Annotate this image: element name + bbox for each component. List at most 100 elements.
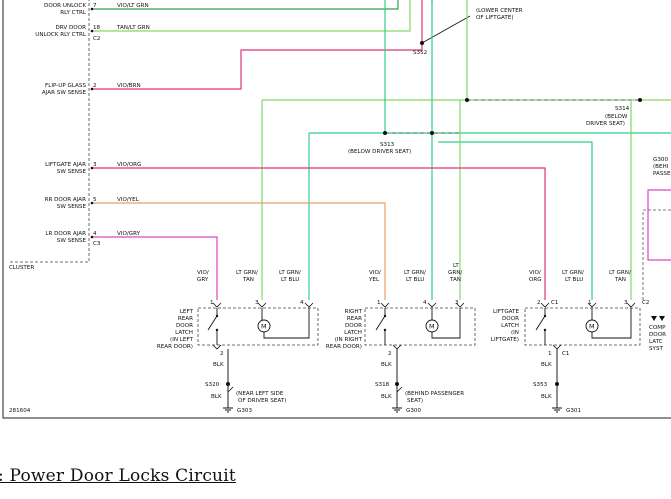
switch-contact bbox=[543, 314, 547, 318]
switch-contact bbox=[215, 314, 219, 318]
ground-wire-label: BLK bbox=[213, 362, 224, 368]
wire-label: LT GRN/ bbox=[404, 270, 426, 276]
latch-name: (IN LEFT bbox=[170, 337, 194, 343]
wire-label: TAN bbox=[614, 277, 626, 283]
comp-label: DOOR bbox=[649, 332, 666, 338]
wire-label: LT BLU bbox=[565, 277, 583, 283]
pin-dot bbox=[90, 235, 94, 239]
circuit-label: DRV DOOR bbox=[56, 25, 87, 31]
connector-pin-icon bbox=[540, 302, 636, 308]
g300-label: (BEHI bbox=[653, 164, 669, 170]
splice-label: S353 bbox=[533, 382, 548, 388]
ground-icon bbox=[392, 407, 402, 413]
latch-box bbox=[364, 307, 476, 346]
splice-dot bbox=[555, 382, 559, 386]
latch-name: (IN bbox=[511, 330, 519, 336]
pin-number: 3 bbox=[93, 162, 97, 168]
latch-name: LIFTGATE) bbox=[491, 337, 519, 343]
pin-dot bbox=[90, 87, 94, 91]
wire-label: VIO/ bbox=[197, 270, 209, 276]
wire-label: VIO/ bbox=[529, 270, 541, 276]
ground-connector-icon bbox=[212, 344, 222, 350]
circuit-label: SW SENSE bbox=[57, 169, 87, 175]
motor-m: M bbox=[589, 323, 595, 331]
right-rear-door-latch: VIO/ YEL LT GRN/ LT BLU LT GRN/ TAN 1 4 … bbox=[326, 263, 476, 414]
wire-label: LT GRN/ bbox=[609, 270, 631, 276]
pin-number: 1 bbox=[377, 300, 381, 306]
motor-wiring bbox=[261, 308, 310, 339]
wire-label: VIO/YEL bbox=[117, 197, 140, 203]
splice-loc-s314: (BELOW bbox=[605, 114, 628, 120]
pin-number: 3 bbox=[255, 300, 259, 306]
pin-number: 3 bbox=[455, 300, 459, 306]
latch-box bbox=[197, 307, 319, 346]
wire-vio-yel bbox=[92, 202, 386, 300]
wire-s352-link bbox=[421, 15, 471, 44]
splice-label: S318 bbox=[375, 382, 390, 388]
pin-number: 4 bbox=[93, 231, 97, 237]
power-door-locks-schematic: CLUSTER DOOR UNLOCK RL bbox=[2, 0, 671, 419]
connector-pin-icon bbox=[212, 302, 314, 308]
circuit-label: LR DOOR AJAR bbox=[45, 231, 86, 237]
splice-loc-s313: (BELOW DRIVER SEAT) bbox=[348, 149, 411, 155]
circuit-label: DOOR UNLOCK bbox=[44, 3, 86, 9]
motor-wiring bbox=[591, 308, 632, 339]
wire-label: TAN bbox=[449, 277, 461, 283]
circuit-label: SW SENSE bbox=[57, 238, 87, 244]
wire-label: GRN/ bbox=[448, 270, 462, 276]
ground-id: G300 bbox=[406, 408, 421, 414]
circuit-label: AJAR SW SENSE bbox=[42, 90, 87, 96]
ground-pin: 2 bbox=[220, 351, 224, 357]
splice-s352-dot bbox=[420, 41, 424, 45]
latch-name: REAR DOOR) bbox=[326, 344, 362, 350]
switch-icon bbox=[207, 308, 218, 345]
circuit-label: SW SENSE bbox=[57, 204, 87, 210]
splice-s313-dot bbox=[383, 131, 387, 135]
latch-name: LATCH bbox=[344, 330, 362, 336]
splice-label-s352: S352 bbox=[413, 50, 427, 56]
latch-name: LIFTGATE bbox=[493, 309, 519, 315]
pin-number: 4 bbox=[423, 300, 427, 306]
wire-vio-org bbox=[92, 167, 546, 300]
splice-s313b-dot bbox=[430, 131, 434, 135]
motor-wiring bbox=[431, 308, 461, 339]
wire-label: VIO/LT GRN bbox=[117, 3, 149, 9]
ground-icon bbox=[552, 407, 562, 413]
splice-label-s314: S314 bbox=[615, 106, 630, 112]
splice-loc-lower-center: (LOWER CENTER bbox=[476, 8, 523, 14]
g300-label: PASSE bbox=[653, 171, 671, 177]
wire-label: LT GRN/ bbox=[279, 270, 301, 276]
motor-m: M bbox=[429, 323, 435, 331]
ground-pin: 2 bbox=[388, 351, 392, 357]
splice-dot bbox=[395, 382, 399, 386]
figure-id: 281604 bbox=[9, 408, 31, 414]
connector-id: C1 bbox=[562, 351, 570, 357]
latch-name: (IN RIGHT bbox=[335, 337, 363, 343]
wire-label: VIO/BRN bbox=[117, 83, 141, 89]
wire-label: LT BLU bbox=[281, 277, 299, 283]
ground-arrow bbox=[396, 386, 403, 393]
ground-pin: 1 bbox=[548, 351, 552, 357]
ground-connector-icon bbox=[392, 344, 402, 350]
pin-number: 2 bbox=[93, 83, 97, 89]
wire-label: YEL bbox=[368, 277, 380, 283]
right-edge-labels: G300 (BEHI PASSE COMP DOOR LATC SYST bbox=[649, 157, 671, 352]
latch-name: REAR DOOR) bbox=[157, 344, 193, 350]
ground-loc: (BEHIND PASSENGER bbox=[405, 391, 464, 397]
pin-number: 1 bbox=[588, 300, 592, 306]
latch-name: REAR bbox=[178, 316, 193, 322]
splice-s314b-dot bbox=[638, 98, 642, 102]
pin-number: 2 bbox=[537, 300, 541, 306]
latch-name: LATCH bbox=[501, 323, 519, 329]
g300-label: G300 bbox=[653, 157, 668, 163]
pin-number: 1 bbox=[210, 300, 214, 306]
pin-dot bbox=[90, 7, 94, 11]
circuit-label: FLIP-UP GLASS bbox=[45, 83, 86, 89]
latch-name: LATCH bbox=[175, 330, 193, 336]
right-edge-box bbox=[647, 189, 671, 261]
wire-tan-lt-grn bbox=[92, 0, 411, 32]
splice-loc-lower-center: OF LIFTGATE) bbox=[476, 15, 514, 21]
left-rear-door-latch: VIO/ GRY LT GRN/ TAN LT GRN/ LT BLU 1 3 … bbox=[157, 270, 319, 414]
latch-name: DOOR bbox=[176, 323, 193, 329]
connector-id: C2 bbox=[93, 36, 100, 42]
